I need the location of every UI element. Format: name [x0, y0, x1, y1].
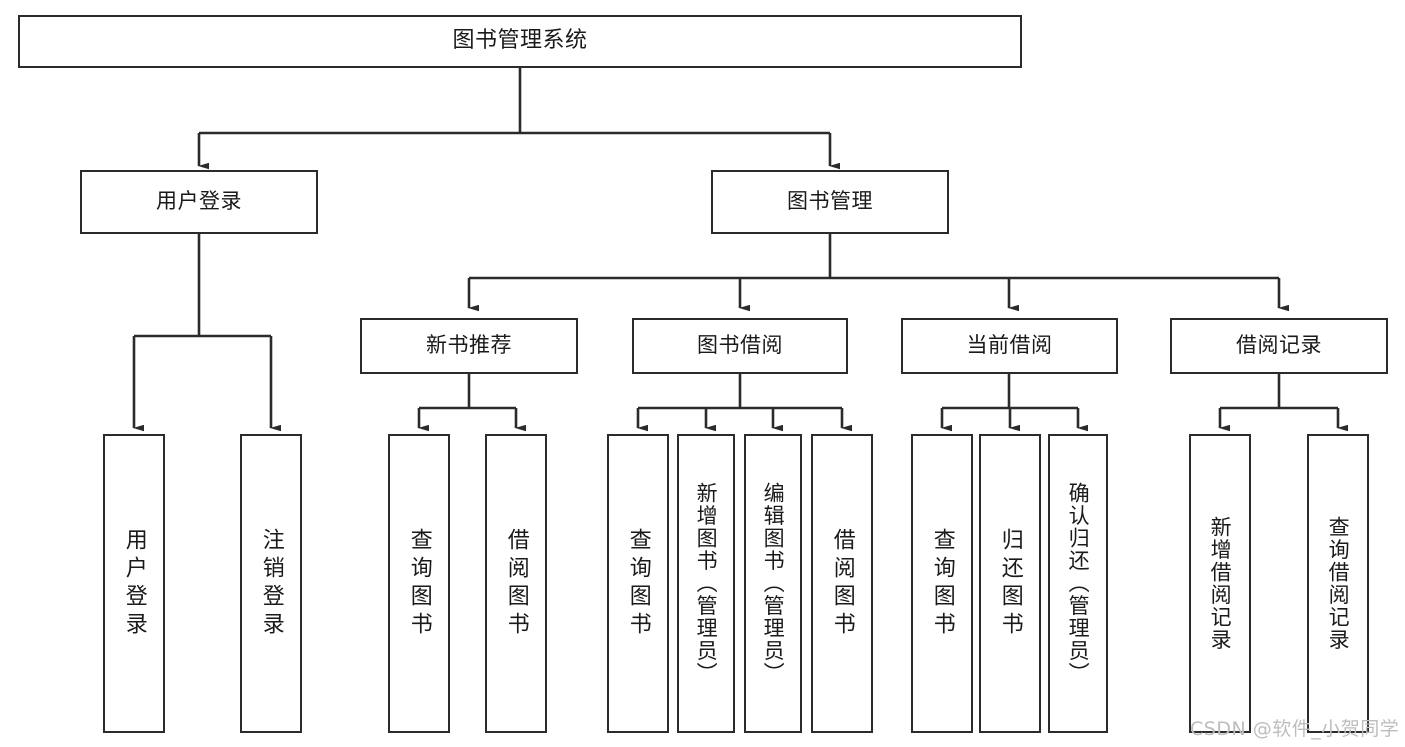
node-leaf-user-login-label: 用户登录 — [121, 527, 147, 640]
node-user-login-label: 用户登录 — [156, 189, 242, 214]
node-leaf-query-book-1-label: 查询图书 — [406, 527, 432, 640]
node-leaf-query-book-2[interactable]: 查询图书 — [607, 434, 669, 733]
node-leaf-confirm-return-admin-label: 确认归还（管理员） — [1066, 482, 1091, 685]
node-new-book-recommend-label: 新书推荐 — [426, 333, 512, 358]
node-leaf-query-book-3[interactable]: 查询图书 — [911, 434, 973, 733]
node-borrow-record[interactable]: 借阅记录 — [1170, 318, 1388, 374]
node-book-manage-label: 图书管理 — [787, 189, 873, 214]
node-borrow-record-label: 借阅记录 — [1236, 333, 1322, 358]
node-leaf-return-book-label: 归还图书 — [997, 527, 1023, 640]
node-leaf-logout-login-label: 注销登录 — [258, 527, 284, 640]
node-current-borrow[interactable]: 当前借阅 — [901, 318, 1118, 374]
node-leaf-return-book[interactable]: 归还图书 — [979, 434, 1041, 733]
node-leaf-logout-login[interactable]: 注销登录 — [240, 434, 302, 733]
node-leaf-confirm-return-admin[interactable]: 确认归还（管理员） — [1048, 434, 1108, 733]
node-leaf-query-borrow-record[interactable]: 查询借阅记录 — [1307, 434, 1369, 733]
node-leaf-borrow-book-1[interactable]: 借阅图书 — [485, 434, 547, 733]
node-leaf-edit-book-admin-label: 编辑图书（管理员） — [761, 482, 786, 685]
watermark-text: CSDN @软件_小贺同学 — [1190, 718, 1400, 740]
node-current-borrow-label: 当前借阅 — [966, 333, 1053, 358]
node-new-book-recommend[interactable]: 新书推荐 — [360, 318, 578, 374]
node-root[interactable]: 图书管理系统 — [18, 15, 1022, 68]
node-leaf-borrow-book-2-label: 借阅图书 — [829, 527, 855, 640]
node-leaf-user-login[interactable]: 用户登录 — [103, 434, 165, 733]
node-leaf-add-borrow-record[interactable]: 新增借阅记录 — [1189, 434, 1251, 733]
node-leaf-add-borrow-record-label: 新增借阅记录 — [1208, 516, 1233, 651]
node-root-label: 图书管理系统 — [452, 28, 588, 54]
node-leaf-query-book-3-label: 查询图书 — [929, 527, 955, 640]
node-leaf-query-borrow-record-label: 查询借阅记录 — [1326, 516, 1351, 651]
node-leaf-query-book-1[interactable]: 查询图书 — [388, 434, 450, 733]
node-leaf-edit-book-admin[interactable]: 编辑图书（管理员） — [744, 434, 802, 733]
node-leaf-add-book-admin[interactable]: 新增图书（管理员） — [677, 434, 735, 733]
node-book-manage[interactable]: 图书管理 — [711, 170, 949, 234]
node-book-borrow[interactable]: 图书借阅 — [632, 318, 848, 374]
node-user-login[interactable]: 用户登录 — [80, 170, 318, 234]
node-leaf-add-book-admin-label: 新增图书（管理员） — [694, 482, 719, 685]
node-leaf-borrow-book-2[interactable]: 借阅图书 — [811, 434, 873, 733]
node-book-borrow-label: 图书借阅 — [697, 333, 783, 358]
node-leaf-query-book-2-label: 查询图书 — [625, 527, 651, 640]
node-leaf-borrow-book-1-label: 借阅图书 — [503, 527, 529, 640]
